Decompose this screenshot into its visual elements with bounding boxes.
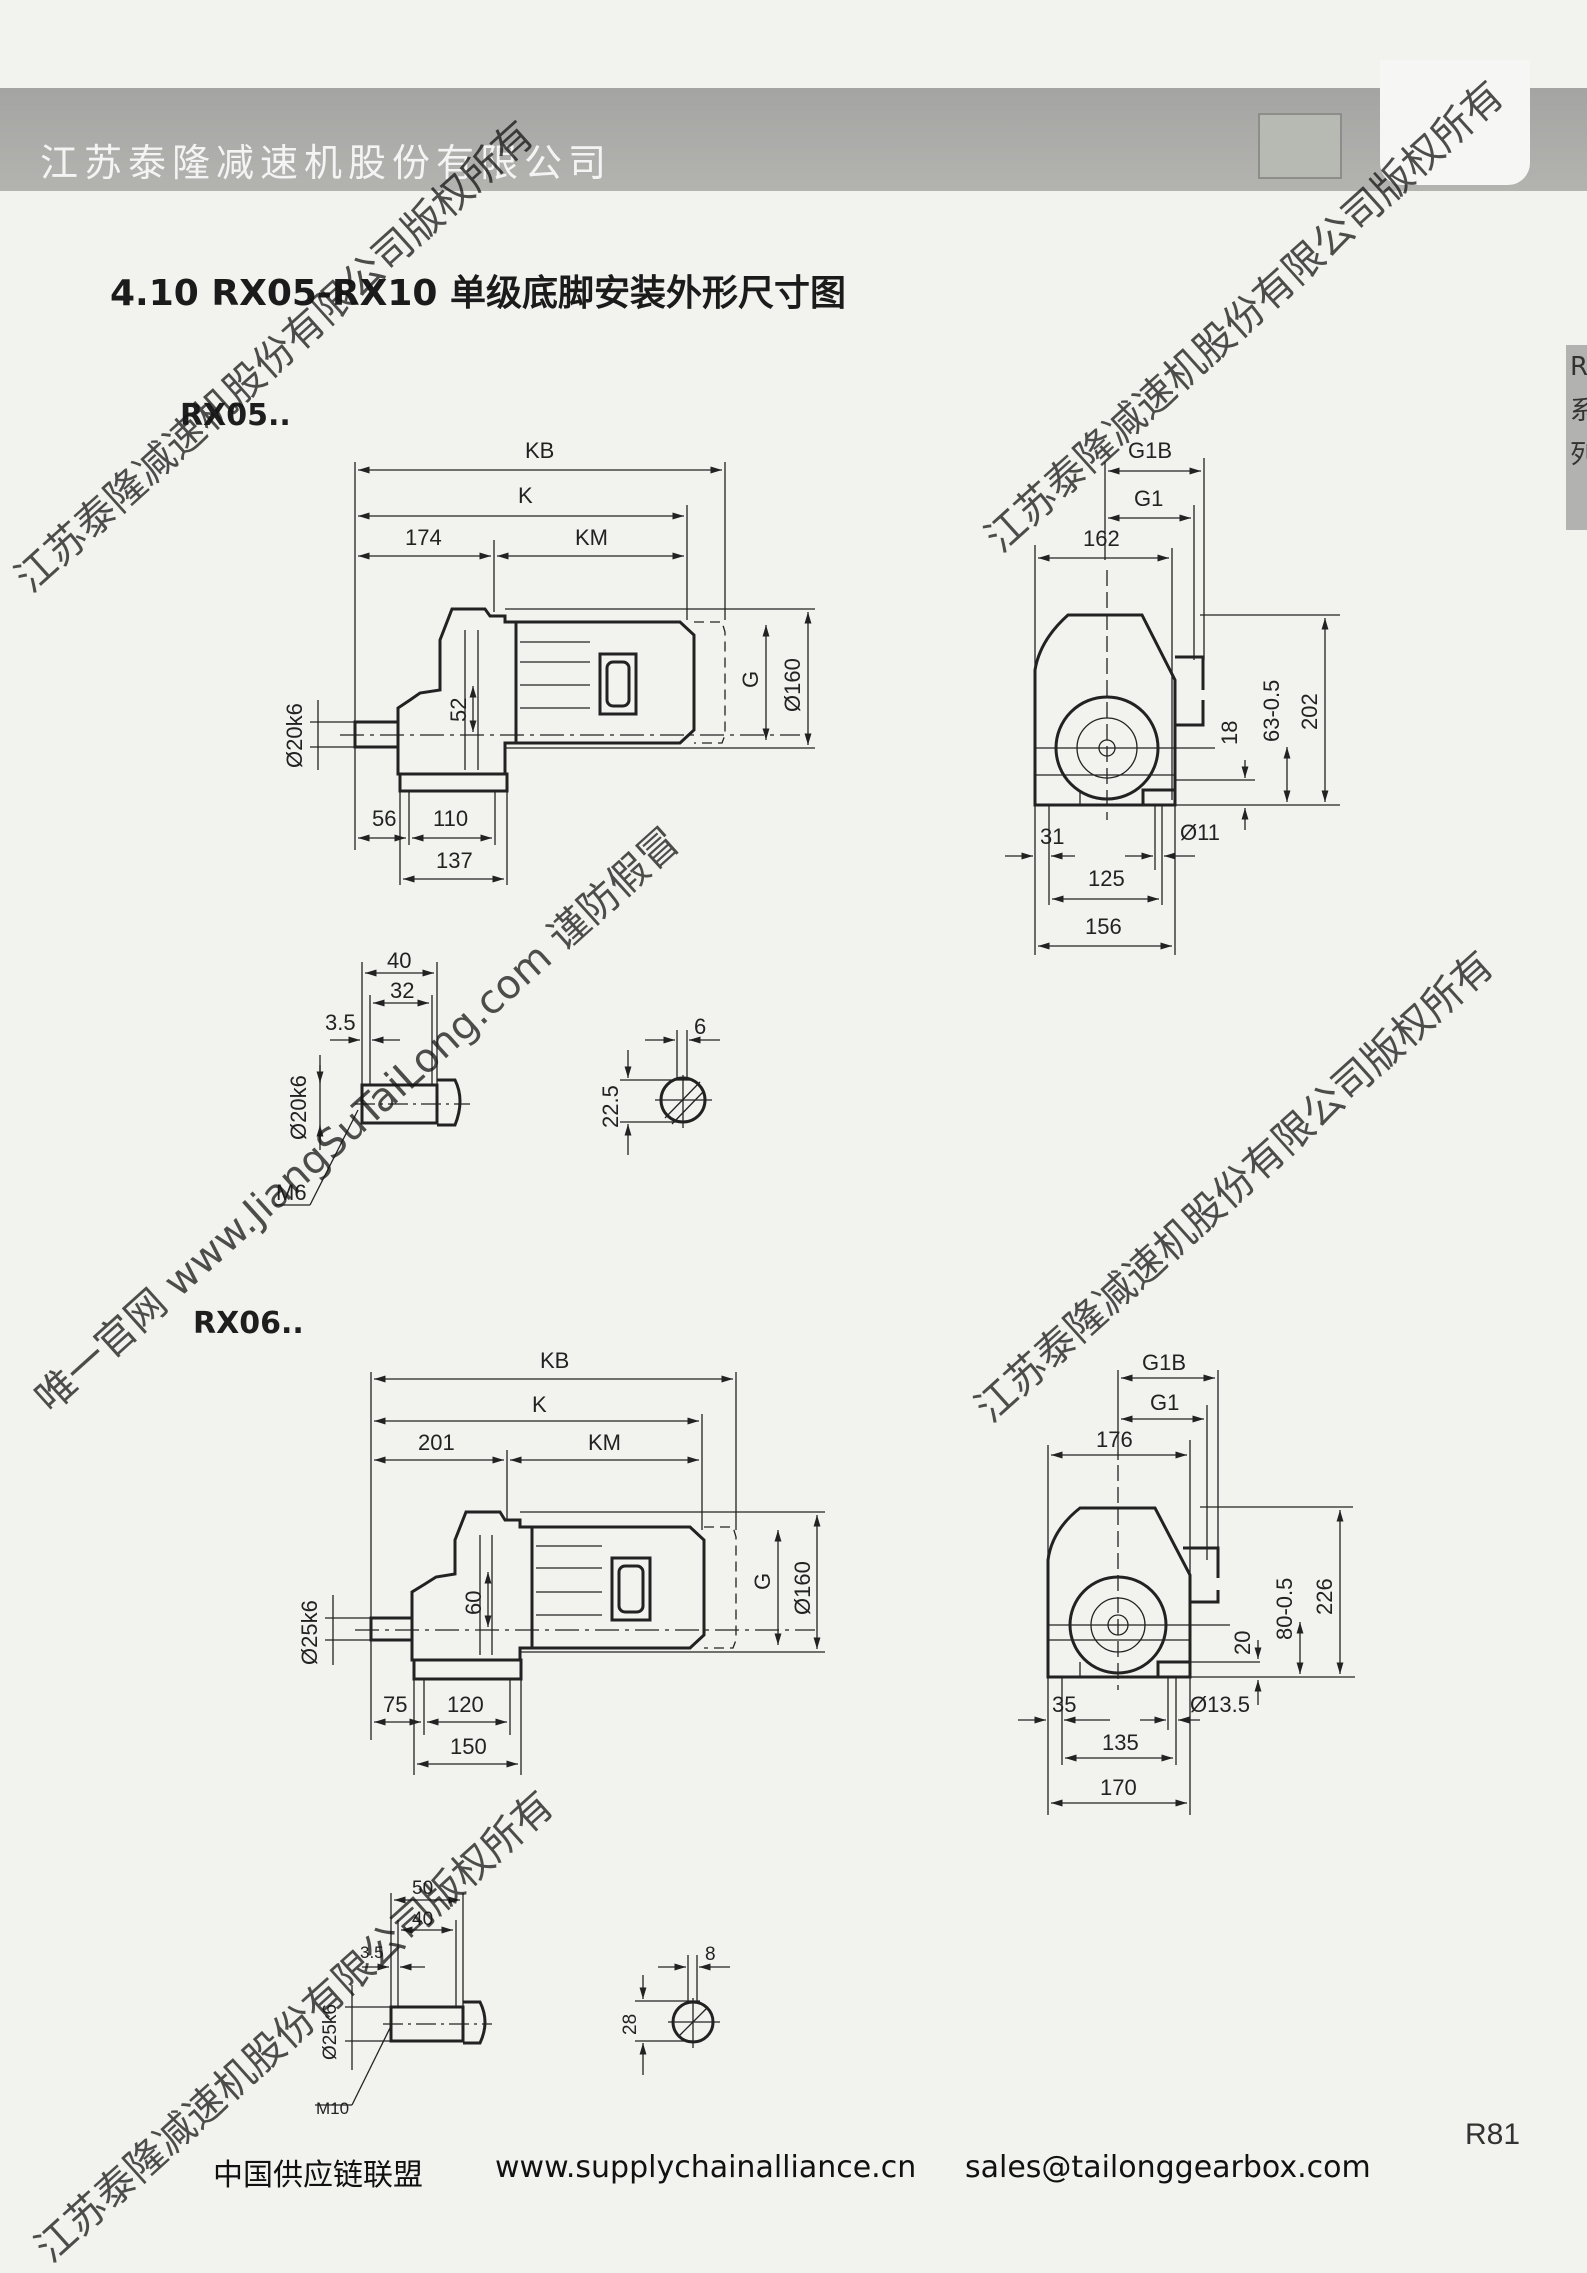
section-tab[interactable]: R系列 bbox=[1566, 345, 1587, 530]
dim-120: 120 bbox=[447, 1692, 484, 1717]
dim-75: 75 bbox=[383, 1692, 407, 1717]
page-number: R81 bbox=[1465, 2118, 1521, 2151]
dim-g: G bbox=[738, 671, 763, 688]
dim-170: 170 bbox=[1100, 1775, 1137, 1800]
dim-k: K bbox=[518, 483, 533, 508]
rx06-side-view bbox=[325, 1372, 825, 1775]
dim-shaft-dia: Ø25k6 bbox=[320, 2004, 341, 2060]
dim-202: 202 bbox=[1297, 693, 1322, 730]
model-label-rx06: RX06.. bbox=[193, 1306, 304, 1341]
dim-150: 150 bbox=[450, 1734, 487, 1759]
dim-201: 201 bbox=[418, 1430, 455, 1455]
footer-org: 中国供应链联盟 bbox=[213, 2158, 423, 2193]
dim-shaft-3-5: 3.5 bbox=[325, 1010, 356, 1035]
thread-m10: M10 bbox=[316, 2099, 349, 2118]
rx05-side-view bbox=[310, 462, 815, 885]
dim-63: 63-0.5 bbox=[1259, 680, 1284, 742]
dim-80: 80-0.5 bbox=[1272, 1578, 1297, 1640]
dim-key-width: 6 bbox=[694, 1014, 706, 1039]
dim-shaft-40: 40 bbox=[387, 948, 411, 973]
dim-key-width: 8 bbox=[705, 1944, 716, 1965]
dim-35: 35 bbox=[1052, 1692, 1076, 1717]
dim-18: 18 bbox=[1217, 721, 1242, 745]
dim-shaft-40: 40 bbox=[412, 1909, 433, 1930]
dim-52: 52 bbox=[446, 698, 471, 722]
dim-20: 20 bbox=[1230, 1631, 1255, 1655]
dim-226: 226 bbox=[1312, 1578, 1337, 1615]
dim-shaft-dia: Ø25k6 bbox=[297, 1600, 322, 1665]
dim-kb: KB bbox=[525, 438, 554, 463]
dim-g1b: G1B bbox=[1142, 1350, 1186, 1375]
dim-137: 137 bbox=[436, 848, 473, 873]
dim-60: 60 bbox=[461, 1591, 486, 1615]
dim-g1b: G1B bbox=[1128, 438, 1172, 463]
page-title: 4.10 RX05-RX10 单级底脚安装外形尺寸图 bbox=[110, 273, 846, 314]
company-logo bbox=[1380, 60, 1530, 185]
company-name: 江苏泰隆减速机股份有限公司 bbox=[40, 141, 613, 185]
dim-31: 31 bbox=[1040, 824, 1064, 849]
dim-shaft-32: 32 bbox=[390, 978, 414, 1003]
dim-km: KM bbox=[588, 1430, 621, 1455]
dim-shaft-dia: Ø20k6 bbox=[282, 703, 307, 768]
dim-g1: G1 bbox=[1150, 1390, 1179, 1415]
dim-174: 174 bbox=[405, 525, 442, 550]
dim-176: 176 bbox=[1096, 1427, 1133, 1452]
dim-key-height: 28 bbox=[620, 2014, 641, 2035]
dim-hole: Ø11 bbox=[1180, 820, 1220, 845]
dim-125: 125 bbox=[1088, 866, 1125, 891]
rx05-shaft-detail bbox=[275, 962, 720, 1206]
footer-url[interactable]: www.supplychainalliance.cn bbox=[495, 2150, 917, 2185]
dim-kb: KB bbox=[540, 1348, 569, 1373]
rx06-shaft-detail bbox=[315, 1893, 730, 2106]
section-tab-label: R系列 bbox=[1570, 352, 1587, 470]
dim-shaft-3-5: 3.5 bbox=[360, 1943, 384, 1962]
rx05-front-view bbox=[1005, 458, 1340, 955]
dim-56: 56 bbox=[372, 806, 396, 831]
dim-d160: Ø160 bbox=[780, 658, 805, 712]
dim-g1: G1 bbox=[1134, 486, 1163, 511]
dim-key-height: 22.5 bbox=[598, 1085, 623, 1128]
dim-shaft-dia: Ø20k6 bbox=[286, 1075, 311, 1140]
dim-156: 156 bbox=[1085, 914, 1122, 939]
dim-d160: Ø160 bbox=[790, 1561, 815, 1615]
dim-135: 135 bbox=[1102, 1730, 1139, 1755]
dim-k: K bbox=[532, 1392, 547, 1417]
footer-email[interactable]: sales@tailonggearbox.com bbox=[965, 2150, 1371, 2185]
dim-162: 162 bbox=[1083, 526, 1120, 551]
dim-g: G bbox=[750, 1573, 775, 1590]
dim-shaft-50: 50 bbox=[412, 1878, 433, 1899]
catalog-icon bbox=[1258, 113, 1342, 179]
dim-hole: Ø13.5 bbox=[1190, 1692, 1250, 1717]
thread-m6: M6 bbox=[276, 1180, 307, 1205]
dim-km: KM bbox=[575, 525, 608, 550]
dim-110: 110 bbox=[433, 806, 468, 831]
rx06-front-view bbox=[1018, 1370, 1355, 1815]
model-label-rx05: RX05.. bbox=[180, 398, 291, 433]
